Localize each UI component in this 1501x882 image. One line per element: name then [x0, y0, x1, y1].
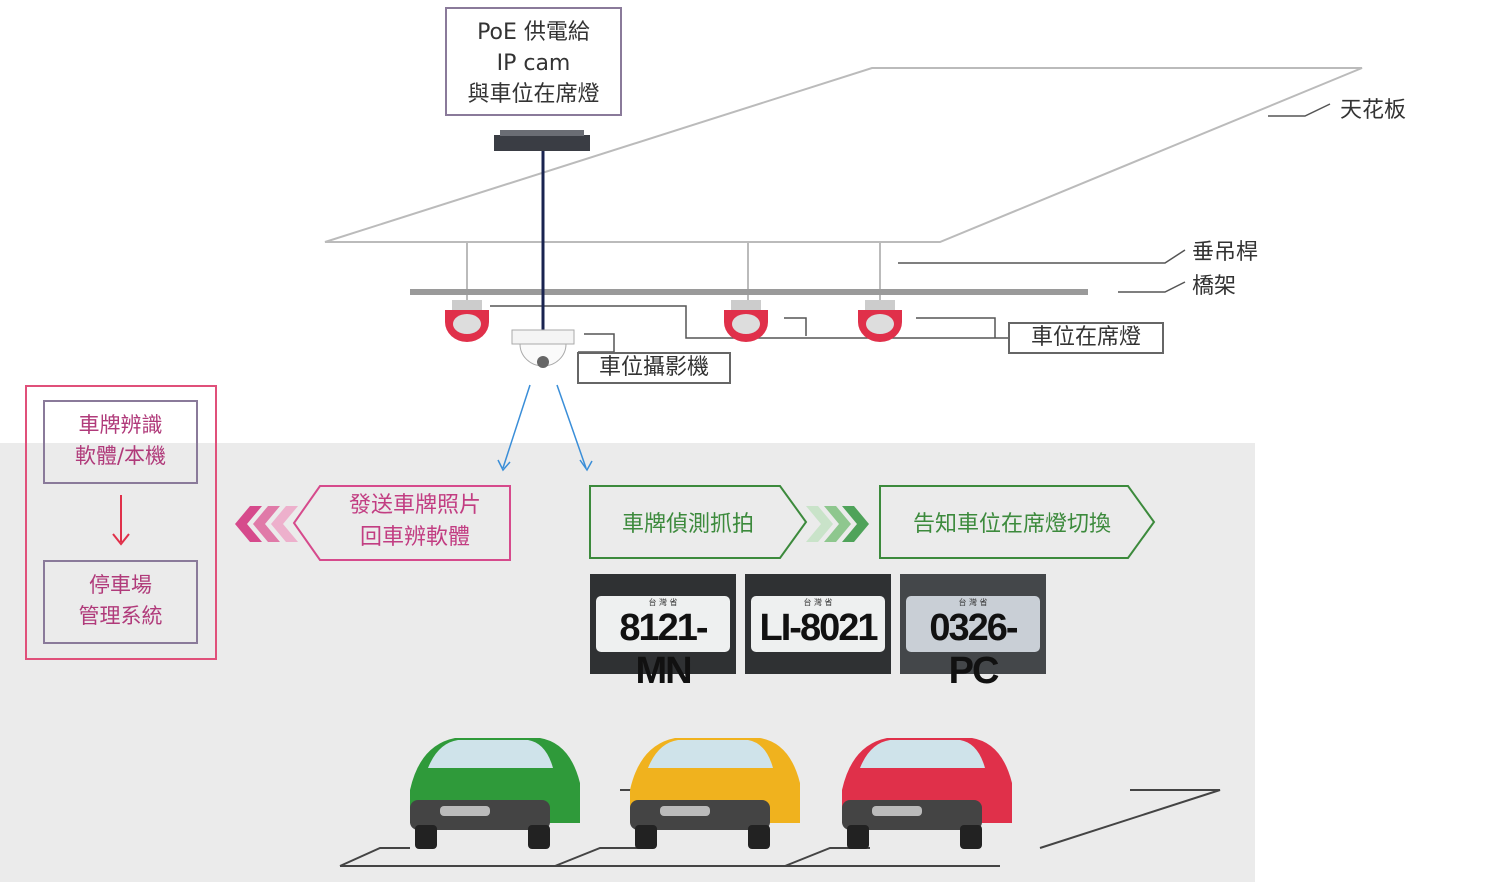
- car-yellow: [630, 738, 800, 849]
- lpr-line-2: 軟體/本機: [74, 444, 167, 468]
- parking-camera-label: 車位攝影機: [577, 352, 731, 384]
- lpr-software-box: 車牌辨識 軟體/本機: [43, 400, 198, 484]
- notify-light-text: 告知車位在席燈切換: [912, 512, 1111, 537]
- cable-tray: [410, 289, 1088, 295]
- plate-number: 8121-MN: [619, 607, 708, 692]
- poe-switch: [494, 135, 590, 151]
- car-green: [410, 738, 580, 849]
- send-photo-shape: [292, 485, 511, 561]
- parking-camera: [511, 329, 575, 368]
- send-line-2: 回車辨軟體: [359, 525, 470, 550]
- plate-number: LI-8021: [759, 607, 879, 649]
- notify-shape: [879, 485, 1156, 559]
- ceiling-label: 天花板: [1340, 98, 1407, 123]
- parking-management-box: 停車場 管理系統: [43, 560, 198, 644]
- poe-info-box: PoE 供電給 IP cam 與車位在席燈: [445, 7, 622, 116]
- occupancy-light-label: 車位在席燈: [1008, 322, 1164, 354]
- occupancy-light: [724, 300, 768, 342]
- chevrons-right-icon: [806, 506, 869, 542]
- poe-line-2: IP cam: [496, 51, 571, 76]
- plate-province: 台 灣 省: [958, 598, 988, 607]
- pms-line-2: 管理系統: [78, 604, 163, 628]
- lpr-line-1: 車牌辨識: [78, 413, 163, 437]
- ceiling-plane: [324, 67, 1363, 243]
- pms-line-1: 停車場: [89, 573, 152, 597]
- detect-shape: [589, 485, 808, 559]
- occupancy-light: [858, 300, 902, 342]
- plate-province: 台 灣 省: [803, 598, 833, 607]
- plate-number: 0326-PC: [929, 607, 1018, 692]
- parking-space-lines: [339, 789, 1221, 867]
- cable-tray-label: 橋架: [1192, 274, 1237, 299]
- car-red: [842, 738, 1012, 849]
- system-frame: [25, 385, 217, 660]
- poe-line-1: PoE 供電給: [477, 20, 590, 45]
- occupancy-light: [445, 300, 489, 342]
- hanger-rod-label: 垂吊桿: [1192, 240, 1259, 265]
- send-line-1: 發送車牌照片: [348, 493, 481, 518]
- send-photo-text: 發送車牌照片 回車辨軟體: [320, 490, 510, 554]
- plate-province: 台 灣 省: [648, 598, 678, 607]
- poe-line-3: 與車位在席燈: [467, 82, 600, 107]
- chevrons-left-icon: [235, 506, 298, 542]
- detect-capture-text: 車牌偵測抓拍: [621, 512, 754, 537]
